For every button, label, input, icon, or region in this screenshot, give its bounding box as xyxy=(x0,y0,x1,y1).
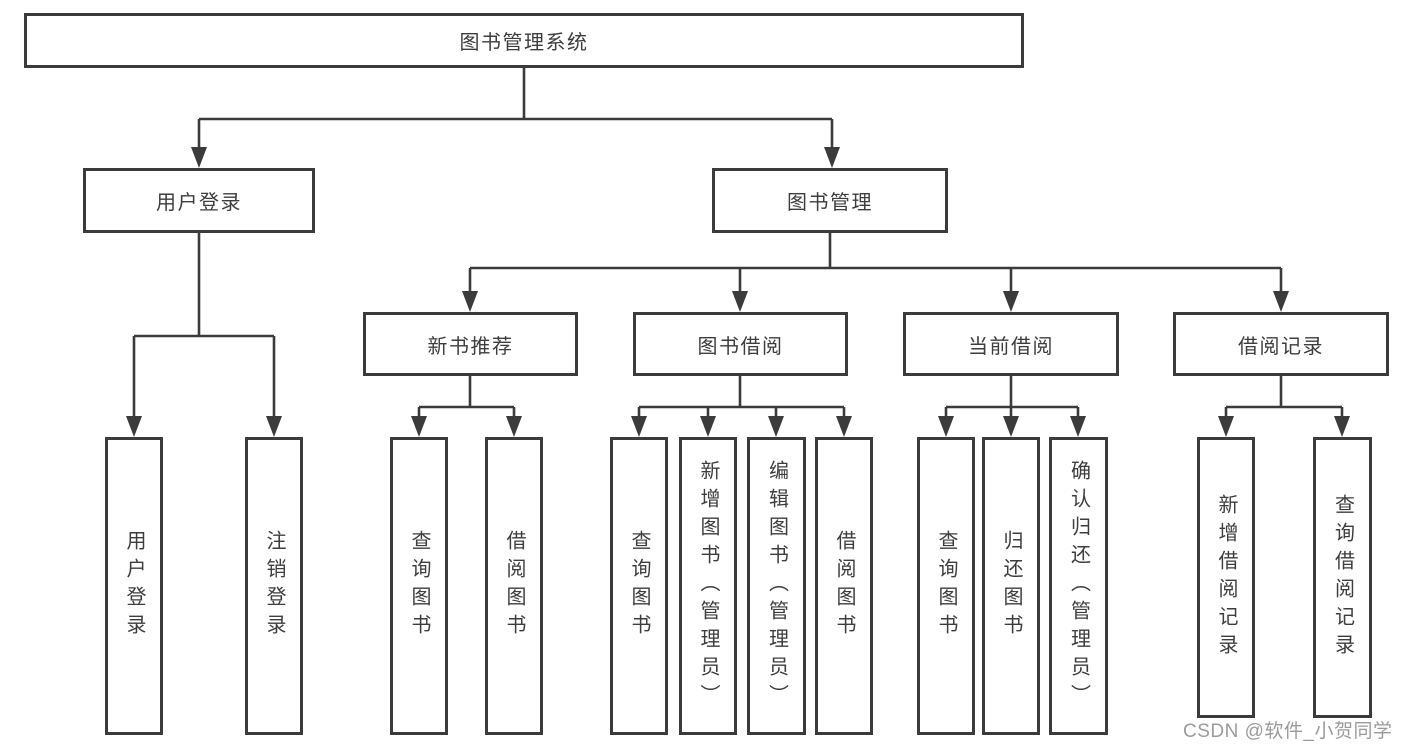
node-book-management-label: 图书管理 xyxy=(787,192,873,214)
leaf-add-books-admin: 新增图书（管理员） xyxy=(679,437,737,735)
leaf-logout: 注销登录 xyxy=(245,437,303,735)
connector-book-management-to-level3 xyxy=(468,233,1283,294)
leaf-confirm-return-admin-label: 确认归还（管理员） xyxy=(1067,460,1090,712)
leaf-user-login: 用户登录 xyxy=(105,437,163,735)
arrow-icon xyxy=(732,291,748,312)
leaf-borrow-books-1: 借阅图书 xyxy=(485,437,543,735)
connector-records-to-leaves xyxy=(1224,376,1344,419)
leaf-add-books-admin-label: 新增图书（管理员） xyxy=(697,460,719,712)
node-book-borrow: 图书借阅 xyxy=(633,312,848,376)
arrowheads xyxy=(126,147,1350,437)
node-new-book-recommend-label: 新书推荐 xyxy=(427,335,514,358)
arrow-icon xyxy=(1273,291,1289,312)
leaf-query-books-1-label: 查询图书 xyxy=(408,530,430,642)
arrow-icon xyxy=(1218,416,1234,437)
node-borrow-records-label: 借阅记录 xyxy=(1238,335,1324,358)
leaf-user-login-label: 用户登录 xyxy=(123,530,145,642)
leaf-query-borrow-record: 查询借阅记录 xyxy=(1313,437,1372,718)
arrow-icon xyxy=(1003,416,1019,437)
arrow-icon xyxy=(700,416,716,437)
arrow-icon xyxy=(506,416,522,437)
leaf-edit-books-admin: 编辑图书（管理员） xyxy=(747,437,806,735)
arrow-icon xyxy=(768,416,784,437)
arrow-icon xyxy=(1334,416,1350,437)
leaf-query-books-3-label: 查询图书 xyxy=(935,530,957,642)
arrow-icon xyxy=(1070,416,1086,437)
node-borrow-records: 借阅记录 xyxy=(1173,312,1389,376)
leaf-query-books-2: 查询图书 xyxy=(610,437,668,735)
node-root: 图书管理系统 xyxy=(24,13,1024,68)
connector-user-login-to-leaves xyxy=(132,233,276,419)
leaf-add-borrow-record-label: 新增借阅记录 xyxy=(1215,493,1237,662)
leaf-edit-books-admin-label: 编辑图书（管理员） xyxy=(765,460,788,712)
arrow-icon xyxy=(126,416,142,437)
node-current-borrow: 当前借阅 xyxy=(903,312,1119,376)
connector-root-to-level2 xyxy=(197,68,834,150)
leaf-query-borrow-record-label: 查询借阅记录 xyxy=(1331,493,1354,662)
node-user-login: 用户登录 xyxy=(83,168,315,233)
arrow-icon xyxy=(266,416,282,437)
leaf-add-borrow-record: 新增借阅记录 xyxy=(1197,437,1255,718)
node-book-management: 图书管理 xyxy=(712,168,948,233)
leaf-confirm-return-admin: 确认归还（管理员） xyxy=(1049,437,1108,735)
arrow-icon xyxy=(631,416,647,437)
arrow-icon xyxy=(824,147,840,168)
leaf-logout-label: 注销登录 xyxy=(263,530,285,642)
leaf-borrow-books-2-label: 借阅图书 xyxy=(833,530,855,642)
leaf-borrow-books-2: 借阅图书 xyxy=(815,437,873,735)
leaf-borrow-books-1-label: 借阅图书 xyxy=(503,530,525,642)
leaf-query-books-2-label: 查询图书 xyxy=(628,530,650,642)
connector-book-borrow-to-leaves xyxy=(637,376,846,419)
node-user-login-label: 用户登录 xyxy=(156,192,242,214)
node-new-book-recommend: 新书推荐 xyxy=(363,312,578,376)
csdn-watermark: CSDN @软件_小贺同学 xyxy=(1183,721,1393,742)
arrow-icon xyxy=(938,416,954,437)
node-current-borrow-label: 当前借阅 xyxy=(968,335,1054,358)
leaf-query-books-3: 查询图书 xyxy=(917,437,975,735)
connector-current-borrow-to-leaves xyxy=(944,376,1080,419)
node-book-borrow-label: 图书借阅 xyxy=(697,335,784,358)
arrow-icon xyxy=(411,416,427,437)
arrow-icon xyxy=(191,147,207,168)
connector-new-book-to-leaves xyxy=(417,376,516,419)
arrow-icon xyxy=(462,291,478,312)
arrow-icon xyxy=(1003,291,1019,312)
leaf-return-books-label: 归还图书 xyxy=(1000,530,1022,642)
leaf-query-books-1: 查询图书 xyxy=(390,437,448,735)
arrow-icon xyxy=(836,416,852,437)
node-root-label: 图书管理系统 xyxy=(459,32,589,54)
leaf-return-books: 归还图书 xyxy=(982,437,1040,735)
